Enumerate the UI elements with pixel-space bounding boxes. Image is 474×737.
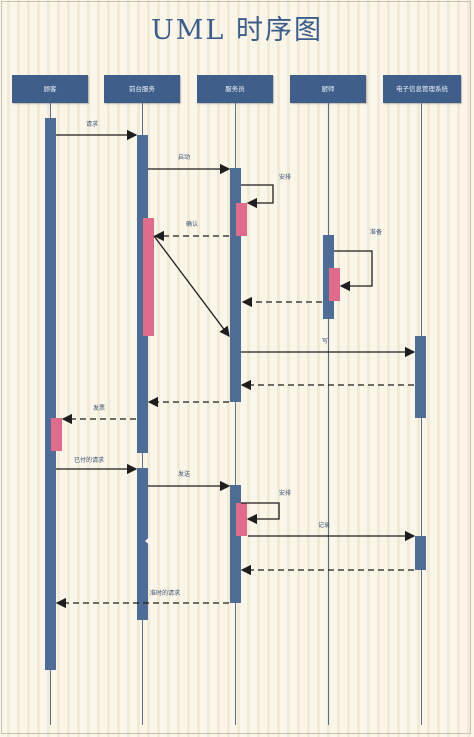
label-record: 记录 <box>318 522 331 529</box>
message-async <box>153 235 230 338</box>
label-paid-request: 已付的请求 <box>74 457 105 464</box>
highlight-front-desk-confirm <box>143 218 154 336</box>
label-start: 启动 <box>178 154 191 161</box>
highlight-waiter-arrange-1 <box>236 203 247 236</box>
activation-customer <box>45 118 56 670</box>
diagram-title: UML 时序图 <box>151 15 323 46</box>
lifeline-chef <box>328 103 329 725</box>
label-invoice: 发票 <box>93 405 106 412</box>
activation-info-system-1 <box>415 336 426 418</box>
activation-front-desk-1 <box>137 135 148 453</box>
label-request: 请求 <box>86 121 99 128</box>
highlight-waiter-arrange-2 <box>236 503 247 536</box>
activation-info-system-2 <box>415 536 426 570</box>
activation-notch <box>145 534 153 548</box>
message-self-prepare <box>334 250 373 292</box>
label-arrange-2: 安排 <box>279 490 292 497</box>
activation-waiter-1 <box>230 168 241 402</box>
participant-customer: 顾客 <box>12 75 88 103</box>
activation-waiter-2 <box>230 485 241 603</box>
activation-front-desk-2 <box>137 468 148 620</box>
message-self-arrange-2 <box>241 502 280 525</box>
participant-info-system: 电子信息管理系统 <box>383 75 461 103</box>
label-send: 发送 <box>178 471 191 478</box>
message-self-arrange-1 <box>241 184 274 209</box>
label-confirm: 确认 <box>186 221 199 228</box>
participant-front-desk: 前台服务 <box>104 75 180 103</box>
highlight-chef-prepare <box>329 268 340 301</box>
activation-chef <box>323 235 334 319</box>
highlight-customer-invoice <box>51 418 62 451</box>
lifeline-waiter <box>235 103 236 725</box>
label-on-time-request: 准时的请求 <box>150 590 181 597</box>
participant-waiter: 服务员 <box>197 75 273 103</box>
label-arrange-1: 安排 <box>279 174 292 181</box>
participant-chef: 厨师 <box>290 75 366 103</box>
label-prepare: 准备 <box>370 229 383 236</box>
label-write: 写 <box>322 338 329 345</box>
